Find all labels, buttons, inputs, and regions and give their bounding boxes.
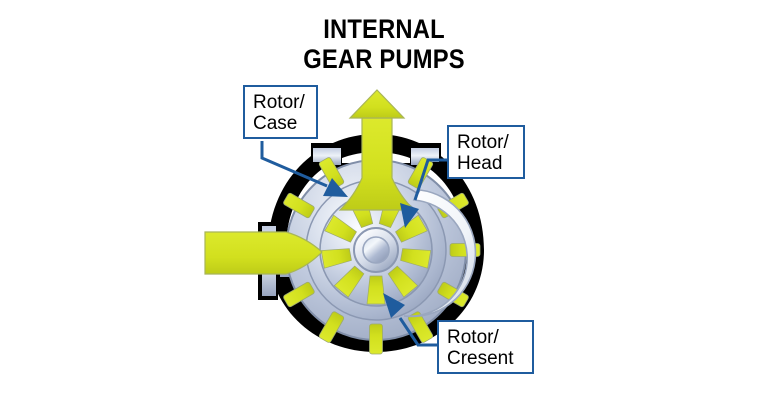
callout-rotor-cresent-line-2: Cresent	[447, 348, 514, 369]
leader-rotor-cresent	[398, 317, 437, 347]
leader-rotor-case	[260, 141, 328, 188]
outlet-flow-arrow	[348, 89, 406, 119]
callout-rotor-head-line-2: Head	[457, 153, 503, 174]
arrowhead-rotor-cresent	[383, 293, 405, 318]
callout-rotor-head-line-1: Rotor/	[457, 132, 509, 153]
title-line-2: GEAR PUMPS	[303, 44, 465, 74]
arrowhead-rotor-case	[323, 178, 348, 197]
callout-rotor-case: Rotor/ Case	[243, 85, 318, 139]
title-line-1: INTERNAL	[323, 14, 445, 44]
crescent-seal	[403, 189, 477, 318]
callout-rotor-head: Rotor/ Head	[447, 125, 525, 179]
inlet-fluid-flow	[204, 231, 323, 275]
callout-rotor-cresent: Rotor/ Cresent	[437, 320, 534, 374]
callout-rotor-cresent-line-1: Rotor/	[447, 327, 499, 348]
page-title: INTERNAL GEAR PUMPS	[46, 14, 722, 74]
callout-rotor-case-line-2: Case	[253, 113, 298, 134]
callout-leaders	[260, 141, 447, 347]
drive-shaft-hub	[353, 227, 399, 273]
leader-rotor-head	[413, 158, 447, 201]
callout-rotor-case-line-1: Rotor/	[253, 92, 305, 113]
arrowhead-rotor-head	[400, 203, 419, 228]
